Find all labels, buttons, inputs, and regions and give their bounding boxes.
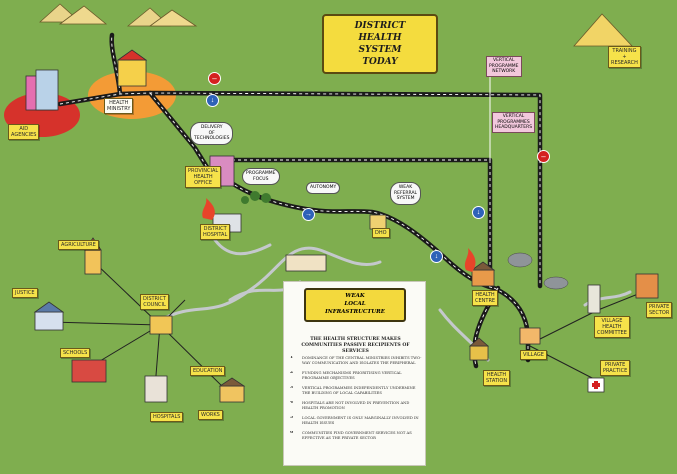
arrow-down-icon: ↓ (206, 94, 219, 107)
sign-private-practice: PRIVATE PRACTICE (600, 360, 631, 376)
sign-private-sector: PRIVATE SECTOR (646, 302, 673, 318)
legend-text: DOMINANCE OF THE CENTRAL MINISTRIES INHI… (302, 356, 422, 366)
legend-list: 1 DOMINANCE OF THE CENTRAL MINISTRIES INH… (290, 356, 422, 446)
book-infrastructure: WEAK LOCAL INFRASTRUCTURE (304, 288, 406, 322)
no-entry-icon: – (208, 72, 221, 85)
note-programme: PROGRAMME FOCUS (242, 168, 280, 185)
legend-number: 1 (290, 356, 294, 360)
sign-works: WORKS (198, 410, 223, 420)
arrow-down-icon: ↓ (430, 250, 443, 263)
title-line: HEALTH (358, 33, 402, 43)
sign-hospitals: HOSPITALS (150, 412, 184, 422)
book-line: LOCAL (344, 301, 366, 307)
title-line: SYSTEM (358, 45, 402, 55)
sign-village-health-committee: VILLAGE HEALTH COMMITTEE (594, 316, 630, 338)
sign-district-council: DISTRICT COUNCIL (140, 294, 170, 310)
no-entry-icon: – (537, 150, 550, 163)
title-line: DISTRICT (354, 21, 406, 31)
note-weak-referral: WEAK REFERRAL SYSTEM (390, 182, 422, 205)
arrow-down-icon: ↓ (472, 206, 485, 219)
sign-dho: DHO (372, 228, 390, 238)
legend-number: 5 (290, 416, 294, 420)
legend-item: 6 COMMUNITIES FIND GOVERNMENT SERVICES NO… (290, 431, 422, 441)
buildings (25, 49, 659, 403)
legend-text: COMMUNITIES FIND GOVERNMENT SERVICES NOT… (302, 431, 412, 440)
legend-number: 3 (290, 386, 294, 390)
sign-district-hospital: DISTRICT HOSPITAL (200, 224, 231, 240)
legend-panel: WEAK LOCAL INFRASTRUCTURE THE HEALTH STR… (283, 281, 426, 466)
legend-text: VERTICAL PROGRAMMES INDEPENDENTLY UNDERM… (302, 386, 416, 395)
sign-training-research: TRAINING + RESEARCH (608, 46, 641, 68)
legend-item: 3 VERTICAL PROGRAMMES INDEPENDENTLY UNDER… (290, 386, 422, 396)
sign-village: VILLAGE (520, 350, 547, 360)
legend-number: 6 (290, 431, 294, 435)
fires (202, 198, 476, 272)
flag-vertical-programmes-hq: VERTICAL PROGRAMMES HEADQUARTERS (492, 112, 536, 133)
sign-health-station: HEALTH STATION (483, 370, 511, 386)
note-delivery: DELIVERY OF TECHNOLOGIES (190, 122, 234, 145)
sign-agriculture: AGRICULTURE (58, 240, 99, 250)
book-line: INFRASTRUCTURE (325, 309, 385, 315)
note-autonomy: AUTONOMY (306, 182, 341, 194)
flag-vertical-programme: VERTICAL PROGRAMME NETWORK (486, 56, 522, 77)
legend-text: FUNDING MECHANISMS PRIORITISING VERTICAL… (302, 371, 402, 380)
legend-item: 5 LOCAL GOVERNMENT IS ONLY MARGINALLY INV… (290, 416, 422, 426)
sign-education: EDUCATION (190, 366, 226, 376)
legend-item: 1 DOMINANCE OF THE CENTRAL MINISTRIES INH… (290, 356, 422, 366)
legend-text: HOSPITALS ARE NOT INVOLVED IN PREVENTION… (302, 401, 410, 410)
mountains (38, 3, 633, 47)
sign-health-centre: HEALTH CENTRE (472, 290, 499, 306)
map-title: DISTRICT HEALTH SYSTEM TODAY (322, 14, 438, 74)
legend-number: 4 (290, 401, 294, 405)
panel-heading: THE HEALTH STRUCTURE MAKES COMMUNITIES P… (301, 337, 410, 354)
legend-text: LOCAL GOVERNMENT IS ONLY MARGINALLY INVO… (302, 416, 419, 425)
sign-provincial-health-office: PROVINCIAL HEALTH OFFICE (185, 166, 222, 188)
title-line: TODAY (362, 57, 398, 67)
sign-schools: SCHOOLS (60, 348, 91, 358)
legend-item: 4 HOSPITALS ARE NOT INVOLVED IN PREVENTIO… (290, 401, 422, 411)
sign-justice: JUSTICE (12, 288, 38, 298)
sign-health-ministry: HEALTH MINISTRY (104, 98, 134, 114)
book-line: WEAK (345, 293, 365, 299)
trees (241, 191, 271, 204)
arrow-right-icon: → (302, 208, 315, 221)
sign-aid-agencies: AID AGENCIES (8, 124, 40, 140)
legend-item: 2 FUNDING MECHANISMS PRIORITISING VERTICA… (290, 371, 422, 381)
legend-number: 2 (290, 371, 294, 375)
